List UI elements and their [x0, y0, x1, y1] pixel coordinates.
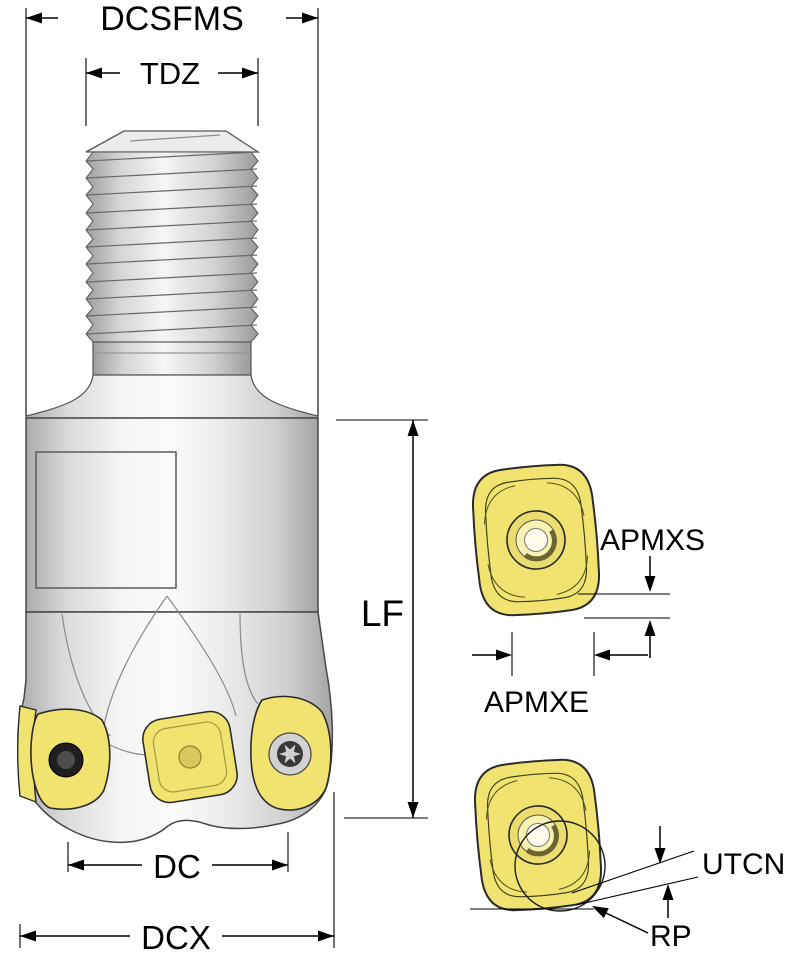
dim-label-lf: LF	[361, 593, 404, 634]
arrowhead-left	[68, 859, 84, 871]
thread-profile	[85, 151, 259, 343]
arrowhead-up	[644, 620, 656, 636]
shank-neck	[92, 341, 252, 376]
arrowhead-right	[496, 649, 512, 661]
dim-label-tdz: TDZ	[140, 56, 200, 91]
corner-arc	[483, 485, 516, 525]
thread-lines	[86, 151, 258, 335]
arrowhead-down	[407, 802, 419, 818]
cutting-head	[17, 595, 334, 844]
dim-label-rp: RP	[650, 920, 692, 953]
arrowhead-right	[302, 12, 318, 24]
shank-flange	[25, 374, 319, 419]
dim-label-apmxs: APMXS	[600, 524, 705, 557]
thread-line	[86, 254, 258, 265]
dim-label-utcn: UTCN	[702, 848, 785, 881]
corner-radius-circle	[514, 820, 606, 912]
thread-line	[86, 185, 258, 196]
dim-rp: RP	[470, 906, 692, 953]
dim-label-dc: DC	[153, 848, 201, 885]
arrowhead-right	[242, 67, 258, 79]
dim-dc: DC	[67, 832, 289, 885]
dim-dcx: DCX	[19, 792, 335, 956]
chamfer-line	[129, 134, 221, 142]
corner-arc	[547, 482, 585, 516]
insert-detail-top	[471, 463, 601, 617]
shank-top-chamfer	[85, 130, 261, 153]
dim-label-apmxe: APMXE	[484, 686, 589, 719]
dim-apmxe: APMXE	[472, 632, 648, 719]
corner-arc	[549, 777, 587, 811]
angle-line	[571, 850, 695, 894]
insert-center-rim	[152, 721, 228, 793]
marking-panel	[35, 451, 177, 589]
torx-star	[279, 744, 301, 764]
hole-shading	[523, 529, 557, 562]
insert-detail-bottom	[473, 758, 606, 912]
insert-top-shape	[471, 463, 601, 617]
flute-line	[166, 595, 237, 717]
arrowhead-right	[272, 859, 288, 871]
insert-center-group	[142, 710, 238, 804]
insert-bottom-shape	[473, 758, 603, 912]
arrowhead-down	[644, 576, 656, 592]
thread-line	[86, 203, 258, 214]
thread-line	[86, 272, 258, 283]
arrowhead-left	[594, 649, 610, 661]
thread-line	[86, 306, 258, 317]
arrowhead-up	[407, 420, 419, 436]
flute-line	[239, 613, 259, 705]
hole-bore	[524, 528, 548, 552]
arrowhead-left	[26, 12, 42, 24]
dim-utcn: UTCN	[571, 826, 785, 918]
screw-left-socket	[57, 751, 75, 769]
corner-arc	[485, 780, 518, 820]
tool-body	[25, 417, 319, 613]
arrowhead-left	[86, 67, 102, 79]
thread-line	[86, 151, 258, 162]
corner-arc	[558, 850, 591, 890]
thread-line	[86, 168, 258, 179]
body-cylinder	[25, 417, 319, 613]
arrowhead-leader	[592, 906, 609, 919]
thread-line	[86, 324, 258, 335]
dim-label-dcx: DCX	[141, 919, 211, 956]
dim-label-dcsfms: DCSFMS	[100, 0, 244, 38]
angle-line	[575, 876, 699, 906]
arrowhead-right	[318, 930, 334, 942]
thread-line	[86, 220, 258, 231]
corner-arc	[556, 555, 589, 595]
leader-line	[605, 912, 649, 934]
hole-shading	[525, 824, 559, 857]
thread-line	[86, 237, 258, 248]
arrowhead-left	[20, 930, 36, 942]
thread-line	[86, 289, 258, 300]
arrowhead-down	[654, 848, 666, 864]
threaded-shank	[25, 130, 319, 419]
dim-lf: LF	[336, 419, 428, 819]
dim-apmxs: APMXS	[578, 524, 705, 658]
insert-center-hole	[178, 745, 202, 769]
dim-tdz: TDZ	[85, 56, 259, 126]
corner-arc	[489, 859, 527, 893]
corner-arc	[487, 564, 525, 598]
dim-dcsfms: DCSFMS	[25, 0, 319, 416]
arrowhead-up	[662, 884, 674, 900]
